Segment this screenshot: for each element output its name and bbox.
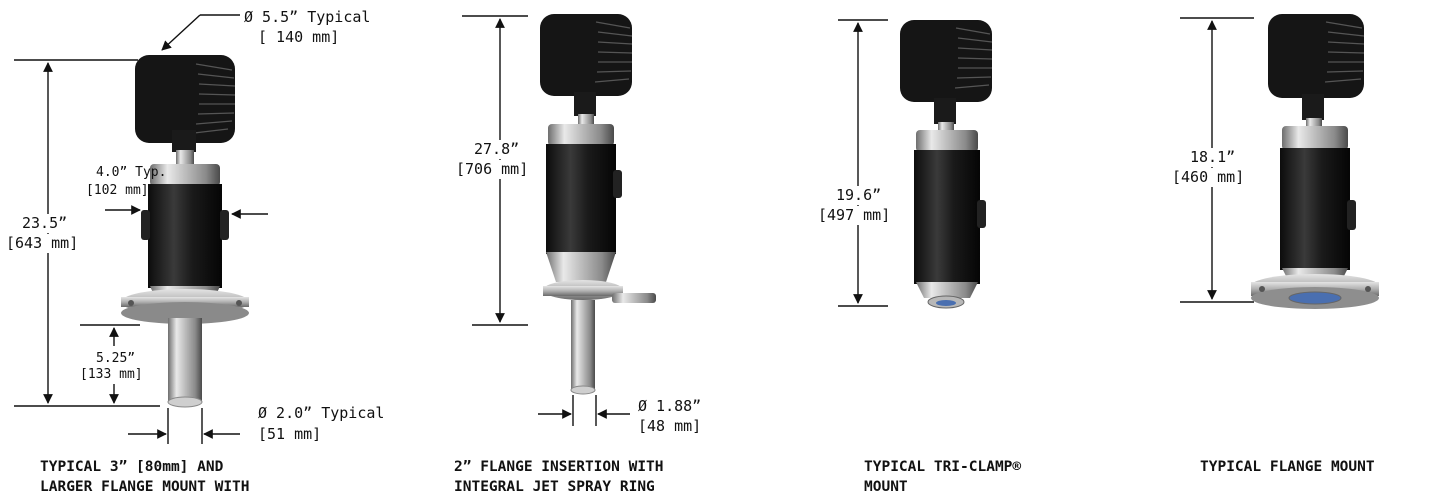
gauge-head-4	[1268, 14, 1364, 98]
height-mm-label-2: [706 mm]	[456, 160, 529, 179]
instrument-4-flange-mount	[1180, 14, 1379, 309]
probe-diameter-label-1: Ø 2.0” Typical	[258, 404, 385, 422]
caption-2-line-2: INTEGRAL JET SPRAY RING	[454, 479, 655, 495]
collar-4	[1282, 126, 1348, 150]
height-mm-label-1: [643 mm]	[6, 234, 79, 253]
body-3	[914, 150, 980, 284]
instrument-3-tri-clamp	[838, 19, 993, 309]
height-label-4: 18.1”	[1190, 148, 1236, 167]
caption-3-line-1: TYPICAL TRI-CLAMP®	[864, 459, 1022, 475]
probe-diameter-mm-label-2: [48 mm]	[638, 417, 702, 435]
height-mm-label-3: [497 mm]	[818, 206, 891, 225]
height-label-2: 27.8”	[474, 140, 520, 159]
insertion-label: 5.25”	[96, 351, 136, 366]
body-2	[546, 144, 616, 254]
caption-4-line-1: TYPICAL FLANGE MOUNT	[1200, 459, 1375, 475]
gauge-head-3	[900, 20, 992, 102]
collar-1	[150, 164, 220, 186]
gauge-head-2	[540, 14, 632, 96]
height-mm-label-4: [460 mm]	[1172, 168, 1245, 187]
probe-diameter-label-2: Ø 1.88”	[638, 397, 702, 415]
body-width-mm-label: [102 mm]	[86, 183, 149, 198]
body-1	[148, 184, 222, 288]
caption-3-line-2: MOUNT	[864, 479, 908, 495]
instrument-2-jet-spray	[462, 14, 656, 426]
side-port-left-1	[141, 210, 150, 240]
probe-diameter-mm-label-1: [51 mm]	[258, 425, 322, 443]
caption-1-line-2: LARGER FLANGE MOUNT WITH	[40, 479, 250, 495]
probe-2	[571, 300, 595, 390]
spray-nozzle-2	[612, 293, 656, 303]
head-diameter-label: Ø 5.5” Typical	[244, 8, 371, 26]
head-diameter-mm-label: [ 140 mm]	[258, 28, 340, 46]
instrument-1-flange-mount	[14, 14, 268, 444]
coupling-1	[176, 150, 194, 164]
body-width-label: 4.0” Typ.	[96, 165, 167, 180]
collar-3	[916, 130, 978, 152]
probe-1	[168, 318, 202, 402]
neck-1	[172, 130, 196, 152]
caption-2-line-1: 2” FLANGE INSERTION WITH	[454, 459, 664, 475]
height-label-3: 19.6”	[836, 186, 882, 205]
side-port-right-1	[220, 210, 229, 240]
collar-2	[548, 124, 614, 146]
caption-1-line-1: TYPICAL 3” [80mm] AND	[40, 459, 224, 475]
gauge-head-1	[135, 55, 235, 143]
height-label-1: 23.5”	[22, 214, 68, 233]
insertion-mm-label: [133 mm]	[80, 367, 143, 382]
body-4	[1280, 148, 1350, 270]
cooling-fins-1	[193, 63, 236, 134]
